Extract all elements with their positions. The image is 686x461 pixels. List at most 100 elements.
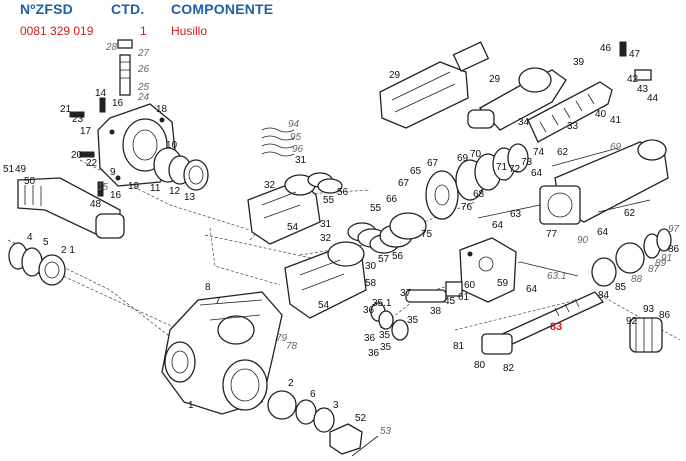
callout-10: 10 xyxy=(166,140,178,151)
callout-32b: 32 xyxy=(320,233,332,244)
callout-50: 50 xyxy=(24,176,36,187)
callout-31a: 31 xyxy=(295,155,307,166)
callout-21a: 21 xyxy=(60,104,72,115)
callout-52: 52 xyxy=(355,413,367,424)
callout-47: 47 xyxy=(629,49,641,60)
callout-55a: 55 xyxy=(323,195,335,206)
callout-55b: 55 xyxy=(370,203,382,214)
callout-36b: 36 xyxy=(364,333,376,344)
callout-76: 76 xyxy=(461,202,473,213)
callout-15: 15 xyxy=(97,182,109,193)
piston-lower xyxy=(284,241,367,319)
callout-57: 57 xyxy=(378,254,390,265)
callout-64c: 64 xyxy=(597,227,609,238)
callout-35d: 35.1 xyxy=(372,298,392,309)
callout-94: 94 xyxy=(288,119,300,130)
callout-38: 38 xyxy=(430,306,442,317)
callout-22: 22 xyxy=(86,158,98,169)
callout-13: 13 xyxy=(184,192,196,203)
callout-63: 63 xyxy=(510,209,522,220)
callout-66: 66 xyxy=(386,194,398,205)
callout-79: 79 xyxy=(276,333,288,344)
callout-2: 2 xyxy=(288,378,294,389)
callout-44: 44 xyxy=(647,93,659,104)
callout-56b: 56 xyxy=(392,251,404,262)
callout-5: 5 xyxy=(43,237,49,248)
callout-labels: 1 2 3 4 5 6 7 8 9 10 11 12 13 14 15 16 1… xyxy=(3,42,680,437)
callout-88: 88 xyxy=(631,274,643,285)
callout-26: 26 xyxy=(137,64,150,75)
valve-internals xyxy=(370,281,463,341)
callout-86b: 86 xyxy=(659,310,671,321)
callout-87: 87 xyxy=(648,264,660,275)
callout-32a: 32 xyxy=(264,180,276,191)
callout-18: 18 xyxy=(156,104,168,115)
callout-59: 59 xyxy=(497,278,509,289)
rack-piston-29a xyxy=(379,41,490,129)
callout-17: 17 xyxy=(80,126,92,137)
callout-69a: 69 xyxy=(457,153,469,164)
callout-3: 3 xyxy=(333,400,339,411)
input-shaft xyxy=(17,177,125,239)
callout-64d: 64 xyxy=(526,284,538,295)
callout-41: 41 xyxy=(610,115,622,126)
callout-11: 11 xyxy=(150,183,161,194)
callout-42: 42 xyxy=(627,74,639,85)
callout-70: 70 xyxy=(470,149,482,160)
callout-31b: 31 xyxy=(320,219,332,230)
row-part-number[interactable]: 0081 329 019 xyxy=(20,24,94,38)
callout-1: 1 xyxy=(188,400,194,411)
callout-62a: 62 xyxy=(557,147,569,158)
row-component[interactable]: Husillo xyxy=(171,24,208,38)
tie-bolts xyxy=(477,147,651,277)
callout-93: 93 xyxy=(643,304,655,315)
callout-46: 46 xyxy=(600,43,612,54)
callout-74: 74 xyxy=(533,147,545,158)
callout-9: 9 xyxy=(110,167,116,178)
callout-58: 58 xyxy=(365,278,377,289)
callout-96: 96 xyxy=(292,144,304,155)
spring-stack xyxy=(261,127,295,157)
callout-35c: 35 xyxy=(380,342,392,353)
callout-56a: 56 xyxy=(337,187,349,198)
callout-62b: 62 xyxy=(624,208,636,219)
header-part-number: NºZFSD xyxy=(20,1,73,17)
callout-12: 12 xyxy=(169,186,181,197)
piston-rings xyxy=(307,172,427,254)
callout-16b: 16 xyxy=(110,190,122,201)
callout-95: 95 xyxy=(290,132,302,143)
callout-68: 68 xyxy=(473,189,485,200)
callout-91: 91 xyxy=(661,253,672,264)
callout-54b: 54 xyxy=(318,300,330,311)
callout-36a: 36 xyxy=(363,305,375,316)
valve-block xyxy=(459,237,517,303)
callout-83[interactable]: 83 xyxy=(550,321,562,333)
lower-bearings xyxy=(267,390,379,457)
header-quantity: CTD. xyxy=(111,1,145,17)
header-component: COMPONENTE xyxy=(171,1,274,17)
callout-21b: 2 1 xyxy=(61,245,75,256)
callout-34: 34 xyxy=(518,117,530,128)
callout-20: 20 xyxy=(71,150,83,161)
callout-86a: 86 xyxy=(668,244,680,255)
callout-45: 45 xyxy=(444,296,456,307)
callout-53: 53 xyxy=(380,426,392,437)
callout-24: 24 xyxy=(137,92,150,103)
callout-73: 73 xyxy=(521,157,533,168)
callout-14: 14 xyxy=(95,88,107,99)
callout-37: 37 xyxy=(400,288,412,299)
callout-29a: 29 xyxy=(389,70,401,81)
callout-49: 49 xyxy=(15,164,27,175)
callout-39: 39 xyxy=(573,57,585,68)
callout-81: 81 xyxy=(453,341,465,352)
callout-8: 8 xyxy=(205,282,211,293)
callout-29b: 29 xyxy=(489,74,501,85)
callout-35b: 35 xyxy=(379,330,391,341)
callout-33: 33 xyxy=(567,121,579,132)
callout-77: 77 xyxy=(546,229,558,240)
callout-69b: 69 xyxy=(610,142,622,153)
callout-43: 43 xyxy=(637,84,649,95)
sector-shaft[interactable] xyxy=(481,291,605,355)
valve-discs xyxy=(425,143,529,220)
